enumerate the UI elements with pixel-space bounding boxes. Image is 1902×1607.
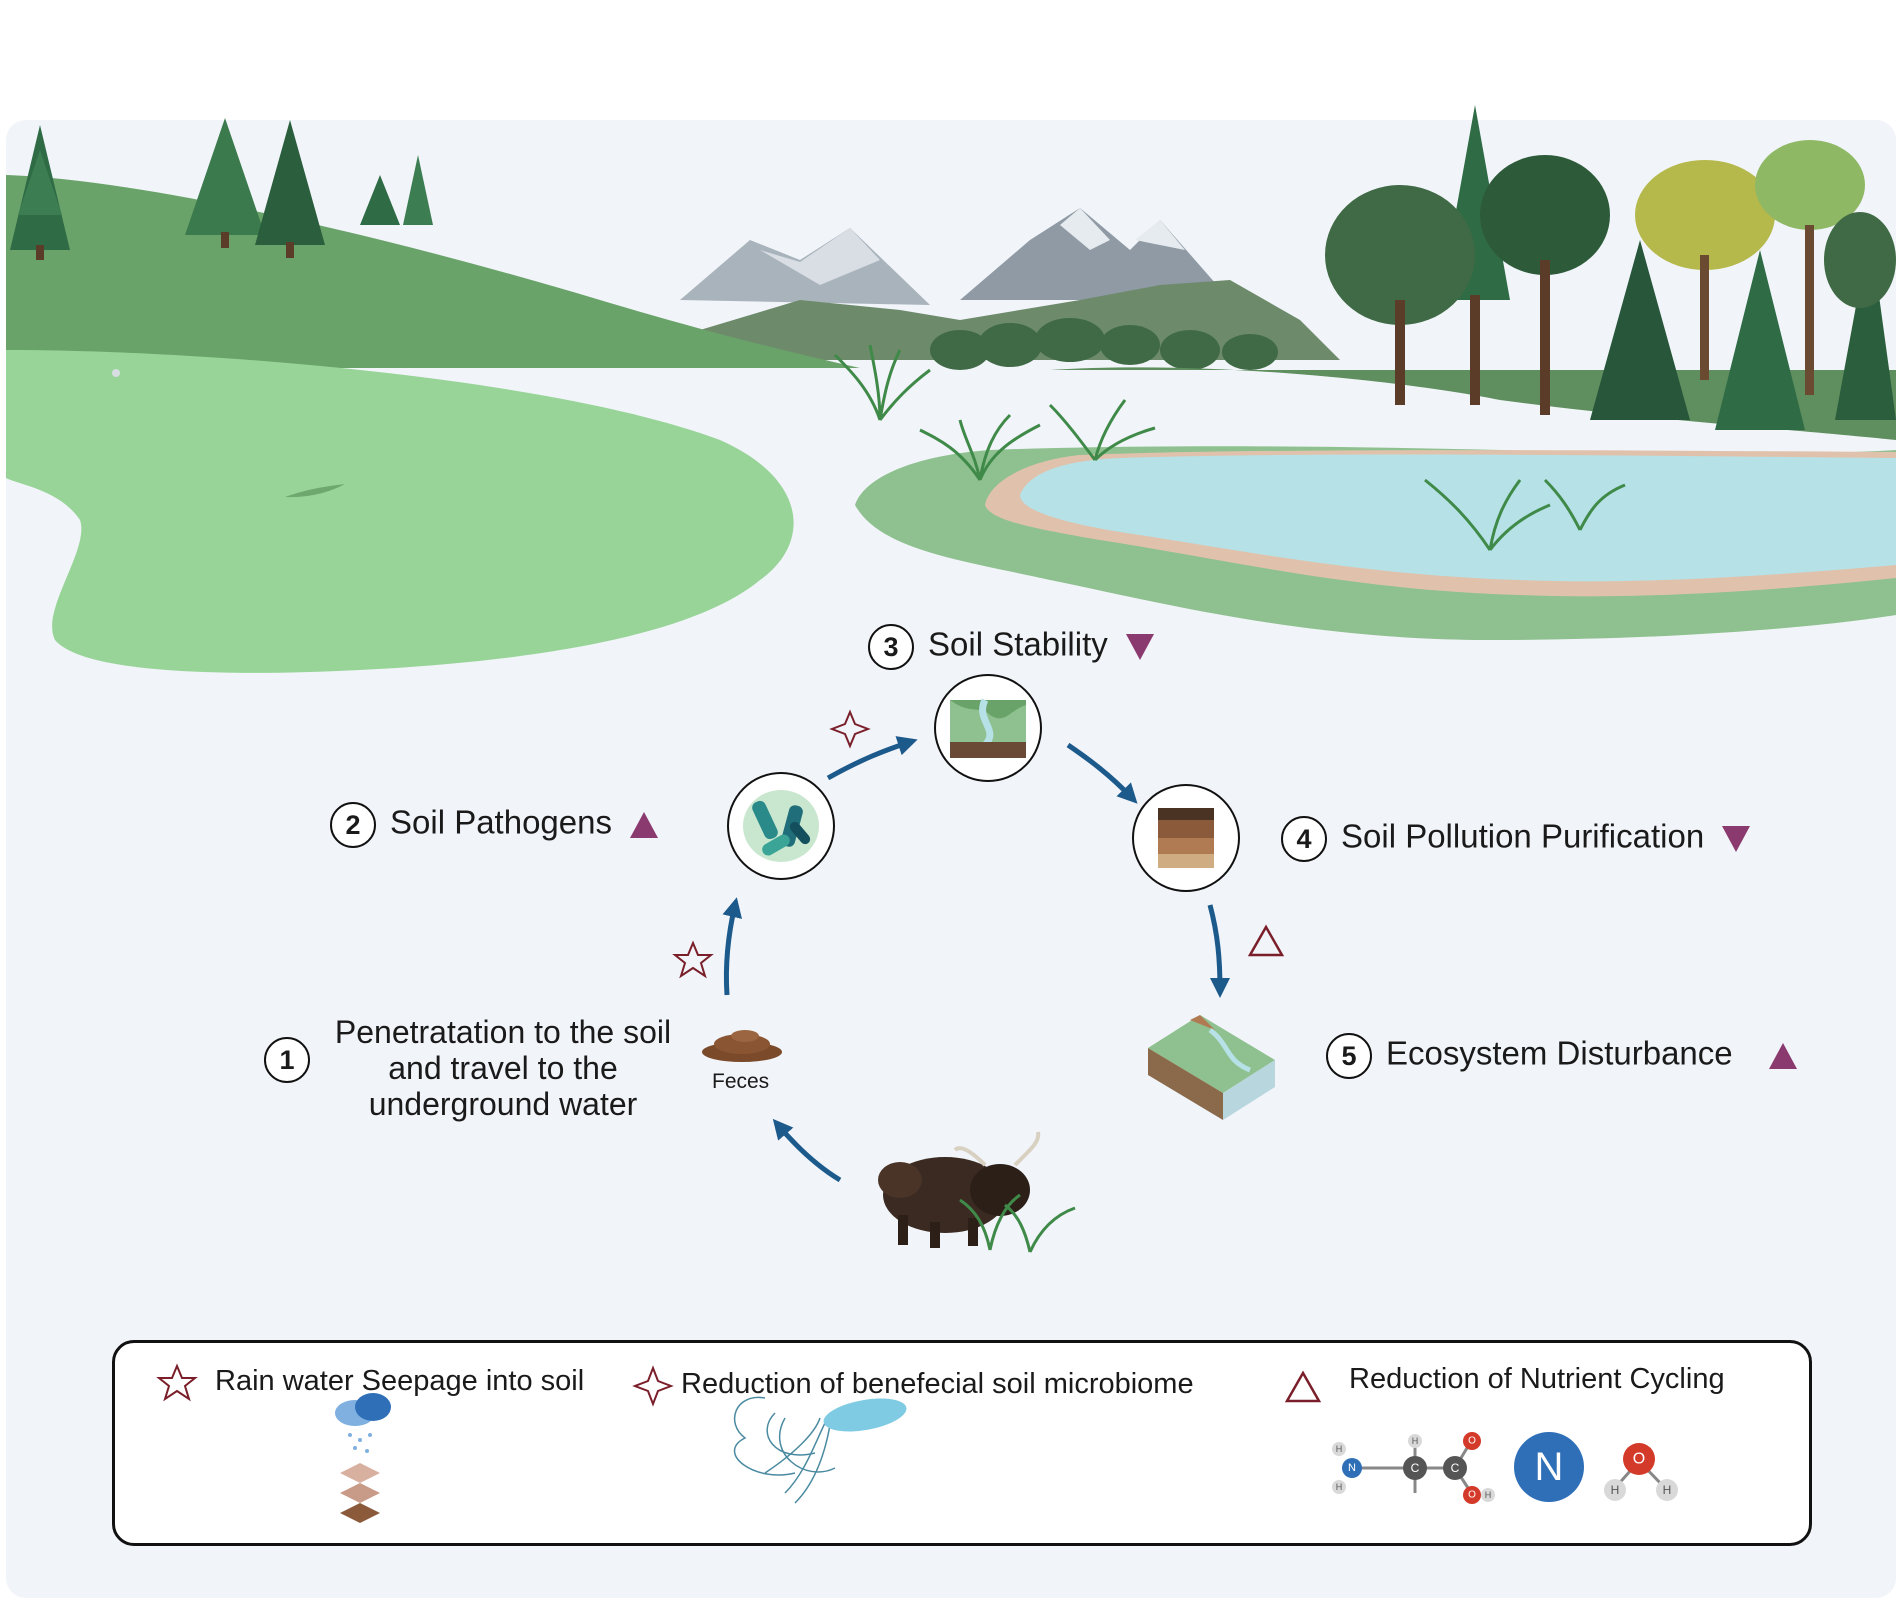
step-4-label: 4 Soil Pollution Purification xyxy=(1281,816,1751,862)
step-2-label: 2 Soil Pathogens xyxy=(330,802,658,848)
soil-layers-icon xyxy=(1132,784,1240,892)
step-3-text: Soil Stability xyxy=(928,625,1108,663)
grass-tufts xyxy=(833,344,1626,551)
legend-rain-text: Rain water Seepage into soil xyxy=(215,1365,585,1397)
pasture-dot xyxy=(112,369,120,377)
step-3-label: 3 Soil Stability xyxy=(868,624,1154,670)
cycle-arrows xyxy=(722,736,1230,1183)
pathogen-icon xyxy=(727,772,835,880)
atom-label: O xyxy=(1633,1451,1645,1468)
step-1-line: and travel to the xyxy=(388,1050,618,1086)
atom-label: H xyxy=(1336,1482,1343,1492)
increase-triangle-icon xyxy=(1768,1043,1797,1069)
triangle-outline-symbol-cycle xyxy=(1247,924,1285,957)
legend-nutrient-text: Reduction of Nutrient Cycling xyxy=(1349,1363,1725,1395)
step-4-number: 4 xyxy=(1281,816,1327,862)
four-point-star-icon xyxy=(632,1365,674,1407)
amino-acid-molecule-icon xyxy=(1332,1432,1495,1504)
increase-triangle-icon xyxy=(630,812,658,838)
step-2-text: Soil Pathogens xyxy=(390,803,612,841)
step-1-number: 1 xyxy=(264,1037,310,1083)
star-icon xyxy=(156,1363,198,1402)
pasture xyxy=(6,350,794,673)
left-conifers xyxy=(10,118,433,260)
right-ground xyxy=(1050,367,1896,440)
step-2-number: 2 xyxy=(330,802,376,848)
triangle-outline-icon xyxy=(1284,1370,1322,1403)
arrow-4-to-5 xyxy=(1207,904,1230,998)
atom-label: H xyxy=(1412,1436,1419,1446)
step-1-line: underground water xyxy=(368,1086,638,1122)
step-3-number: 3 xyxy=(868,624,914,670)
step-5-text: Ecosystem Disturbance xyxy=(1386,1034,1733,1072)
atom-label: C xyxy=(1411,1461,1420,1475)
distant-treeline xyxy=(930,318,1278,370)
atom-label: O xyxy=(1468,1490,1476,1501)
atom-label: C xyxy=(1451,1461,1460,1475)
arrow-1-to-2 xyxy=(722,897,743,996)
step-1-line: Penetratation to the soil xyxy=(334,1014,672,1050)
rain-seepage-icon xyxy=(335,1393,391,1523)
step-5-number: 5 xyxy=(1326,1033,1372,1079)
step-4-text: Soil Pollution Purification xyxy=(1341,817,1705,855)
star-symbol-cycle xyxy=(672,940,714,979)
erosion-block-icon xyxy=(1148,1015,1275,1120)
right-forest xyxy=(1325,105,1896,430)
bacterium-icon xyxy=(733,1396,907,1504)
yak-icon xyxy=(878,1131,1076,1253)
four-point-star-symbol-cycle xyxy=(829,709,871,749)
atom-label: N xyxy=(1348,1462,1356,1474)
atom-label: O xyxy=(1468,1436,1476,1447)
water-molecule-icon: O H H xyxy=(1604,1443,1678,1501)
feces-label: Feces xyxy=(712,1070,770,1093)
atom-label: H xyxy=(1611,1483,1620,1497)
pasture-shadow-mark xyxy=(285,484,345,498)
arrow-3-to-4 xyxy=(1066,742,1138,804)
atom-label: H xyxy=(1485,1490,1492,1500)
step-1-label: 1 xyxy=(264,1037,324,1083)
feces-pile-icon xyxy=(702,1030,782,1062)
step-1-text: Penetratation to the soil and travel to … xyxy=(318,1014,688,1122)
legend-box: H H N H C C O O H N O H H Rain water See… xyxy=(112,1340,1812,1546)
soil-stability-icon xyxy=(934,674,1042,782)
lake xyxy=(855,446,1896,640)
decrease-triangle-icon xyxy=(1722,826,1751,852)
decrease-triangle-icon xyxy=(1125,634,1154,660)
atom-label: H xyxy=(1336,1444,1343,1454)
nitrogen-atom-icon: N xyxy=(1514,1432,1584,1502)
arrow-2-to-3 xyxy=(826,736,918,781)
legend-microbiome-text: Reduction of benefecial soil microbiome xyxy=(681,1368,1194,1400)
atom-label: H xyxy=(1663,1483,1672,1497)
step-5-label: 5 Ecosystem Disturbance xyxy=(1326,1033,1797,1079)
arrow-yak-to-feces xyxy=(772,1118,842,1183)
nitrogen-label: N xyxy=(1535,1445,1564,1489)
legend-graphics: H H N H C C O O H N O H H xyxy=(156,1363,1678,1523)
